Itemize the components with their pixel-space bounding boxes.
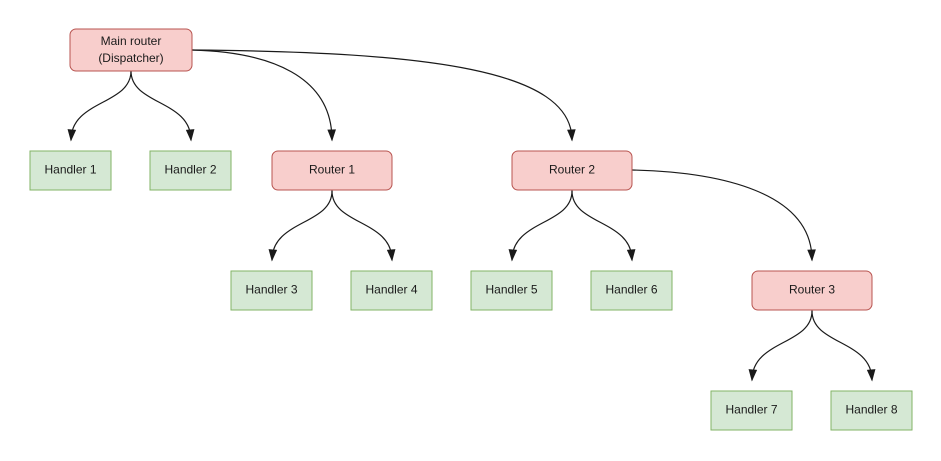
edge-line [271,190,333,261]
edge-router-1-to-handler-4 [331,190,396,262]
main-router-box[interactable] [69,28,193,72]
handler-3-box[interactable] [230,270,313,311]
node-router-2[interactable]: Router 2 [511,150,633,191]
edge-line [191,49,333,141]
edge-line [511,190,573,261]
arrowhead-icon [268,249,278,262]
arrowhead-icon [807,249,816,262]
edges-layer [67,49,876,382]
edge-line [331,190,393,261]
handler-2-box[interactable] [149,150,232,191]
node-handler-5[interactable]: Handler 5 [470,270,553,311]
edge-line [191,49,573,141]
node-handler-8[interactable]: Handler 8 [830,390,913,431]
node-handler-3[interactable]: Handler 3 [230,270,313,311]
router-2-box[interactable] [511,150,633,191]
handler-8-box[interactable] [830,390,913,431]
edge-main-to-handler-2 [130,70,195,142]
arrowhead-icon [386,249,396,262]
edge-line [571,190,633,261]
node-handler-7[interactable]: Handler 7 [710,390,793,431]
edge-main-to-router-2 [191,49,576,142]
node-handler-4[interactable]: Handler 4 [350,270,433,311]
arrowhead-icon [866,369,876,382]
arrowhead-icon [185,129,195,142]
node-router-1[interactable]: Router 1 [271,150,393,191]
nodes-layer: Main router(Dispatcher) Handler 1 Handler … [29,28,913,431]
edge-line [70,70,132,141]
edge-line [631,169,813,261]
node-handler-1[interactable]: Handler 1 [29,150,112,191]
arrowhead-icon [567,129,576,142]
node-main-router[interactable]: Main router(Dispatcher) [69,28,193,72]
node-handler-6[interactable]: Handler 6 [590,270,673,311]
edge-router-3-to-handler-8 [811,310,876,382]
handler-4-box[interactable] [350,270,433,311]
edge-router-2-to-router-3 [631,169,816,262]
edge-main-to-router-1 [191,49,336,142]
edge-line [811,310,873,381]
node-router-3[interactable]: Router 3 [751,270,873,311]
arrowhead-icon [508,249,518,262]
edge-main-to-handler-1 [67,70,132,142]
handler-1-box[interactable] [29,150,112,191]
edge-router-2-to-handler-5 [508,190,573,262]
node-handler-2[interactable]: Handler 2 [149,150,232,191]
handler-6-box[interactable] [590,270,673,311]
edge-router-1-to-handler-3 [268,190,333,262]
edge-line [751,310,813,381]
arrowhead-icon [327,129,336,142]
arrowhead-icon [626,249,636,262]
arrowhead-icon [67,129,77,142]
router-1-box[interactable] [271,150,393,191]
edge-router-3-to-handler-7 [748,310,813,382]
edge-line [130,70,192,141]
arrowhead-icon [748,369,758,382]
handler-5-box[interactable] [470,270,553,311]
router-3-box[interactable] [751,270,873,311]
edge-router-2-to-handler-6 [571,190,636,262]
handler-7-box[interactable] [710,390,793,431]
